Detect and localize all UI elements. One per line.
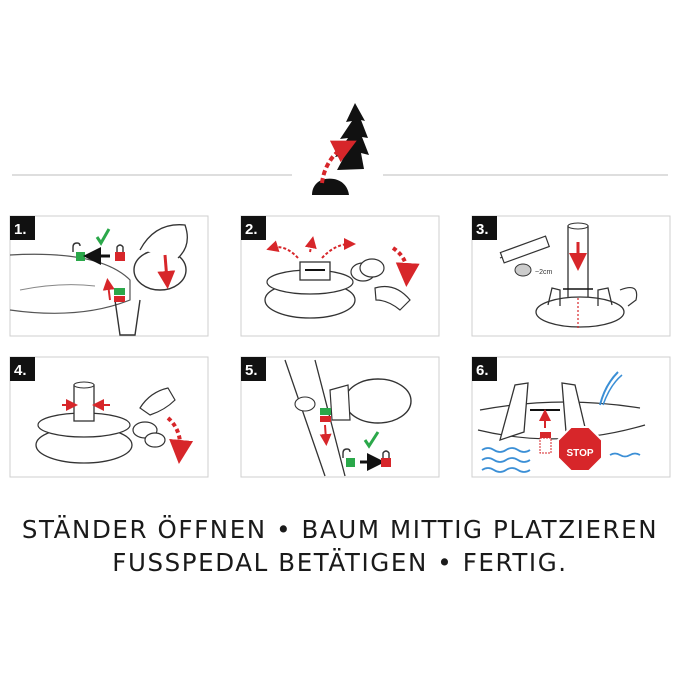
panel-number: 3. — [476, 221, 489, 238]
lock-closed-icon — [115, 244, 125, 261]
panel-number: 5. — [245, 362, 258, 379]
lock-open-icon — [342, 448, 355, 467]
panel-3: 3. ~2cm — [471, 215, 671, 337]
panel-1: 1. — [9, 215, 209, 337]
panel-6: 6. STOP — [471, 356, 671, 478]
caption-line-2: FUSSPEDAL BETÄTIGEN • FERTIG. — [112, 548, 568, 577]
measurement-label: ~2cm — [535, 269, 552, 276]
tree-icon — [312, 103, 369, 195]
panel-2: 2. — [240, 215, 440, 337]
check-icon — [363, 431, 380, 449]
lock-open-icon — [72, 242, 85, 261]
panel-5: 5. — [240, 356, 440, 478]
panel-number: 1. — [14, 221, 27, 238]
stop-sign-icon: STOP — [557, 426, 603, 472]
water-waves — [481, 447, 641, 473]
lock-closed-icon — [381, 450, 391, 467]
svg-text:STOP: STOP — [566, 448, 593, 459]
panel-4: 4. — [9, 356, 209, 478]
panel-number: 4. — [14, 362, 27, 379]
caption-line-1: STÄNDER ÖFFNEN • BAUM MITTIG PLATZIEREN — [21, 515, 659, 544]
panel-number: 6. — [476, 362, 489, 379]
panel-number: 2. — [245, 221, 258, 238]
check-icon — [95, 228, 111, 246]
